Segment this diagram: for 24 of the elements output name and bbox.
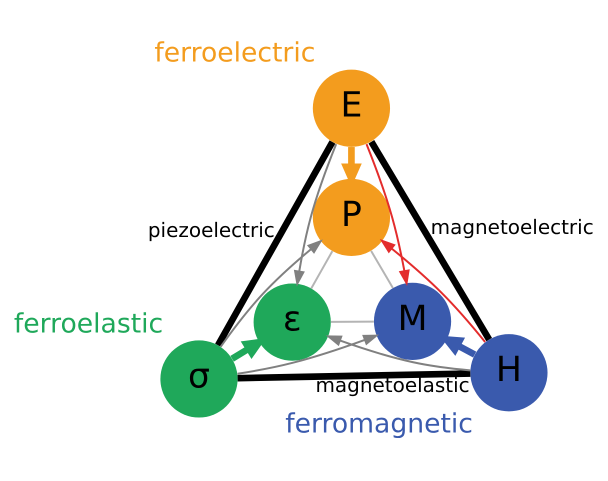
node-circle: H — [470, 334, 548, 412]
node-label: ferroelastic — [14, 308, 164, 340]
edge-label: piezoelectric — [148, 218, 275, 242]
node-label: ferroelectric — [154, 38, 316, 69]
node-circle: E — [312, 70, 390, 147]
arrow — [220, 239, 323, 348]
edge-label: magnetoelectric — [430, 215, 594, 240]
connector — [215, 140, 336, 347]
connector — [370, 250, 394, 288]
connector — [330, 320, 374, 323]
node-label: ferromagnetic — [285, 408, 473, 440]
connector — [238, 370, 470, 382]
arrow — [326, 335, 470, 372]
connector — [368, 140, 492, 342]
node-circle: M — [374, 282, 452, 360]
node-circle: σ — [160, 340, 238, 418]
connector — [310, 250, 334, 289]
arrow — [366, 144, 410, 286]
node-circle: ε — [254, 284, 331, 361]
node-circle: P — [312, 178, 390, 256]
arrow — [380, 239, 486, 343]
arrow — [237, 334, 380, 375]
arrow — [294, 144, 338, 286]
edge-label: magnetoelastic — [315, 372, 470, 397]
